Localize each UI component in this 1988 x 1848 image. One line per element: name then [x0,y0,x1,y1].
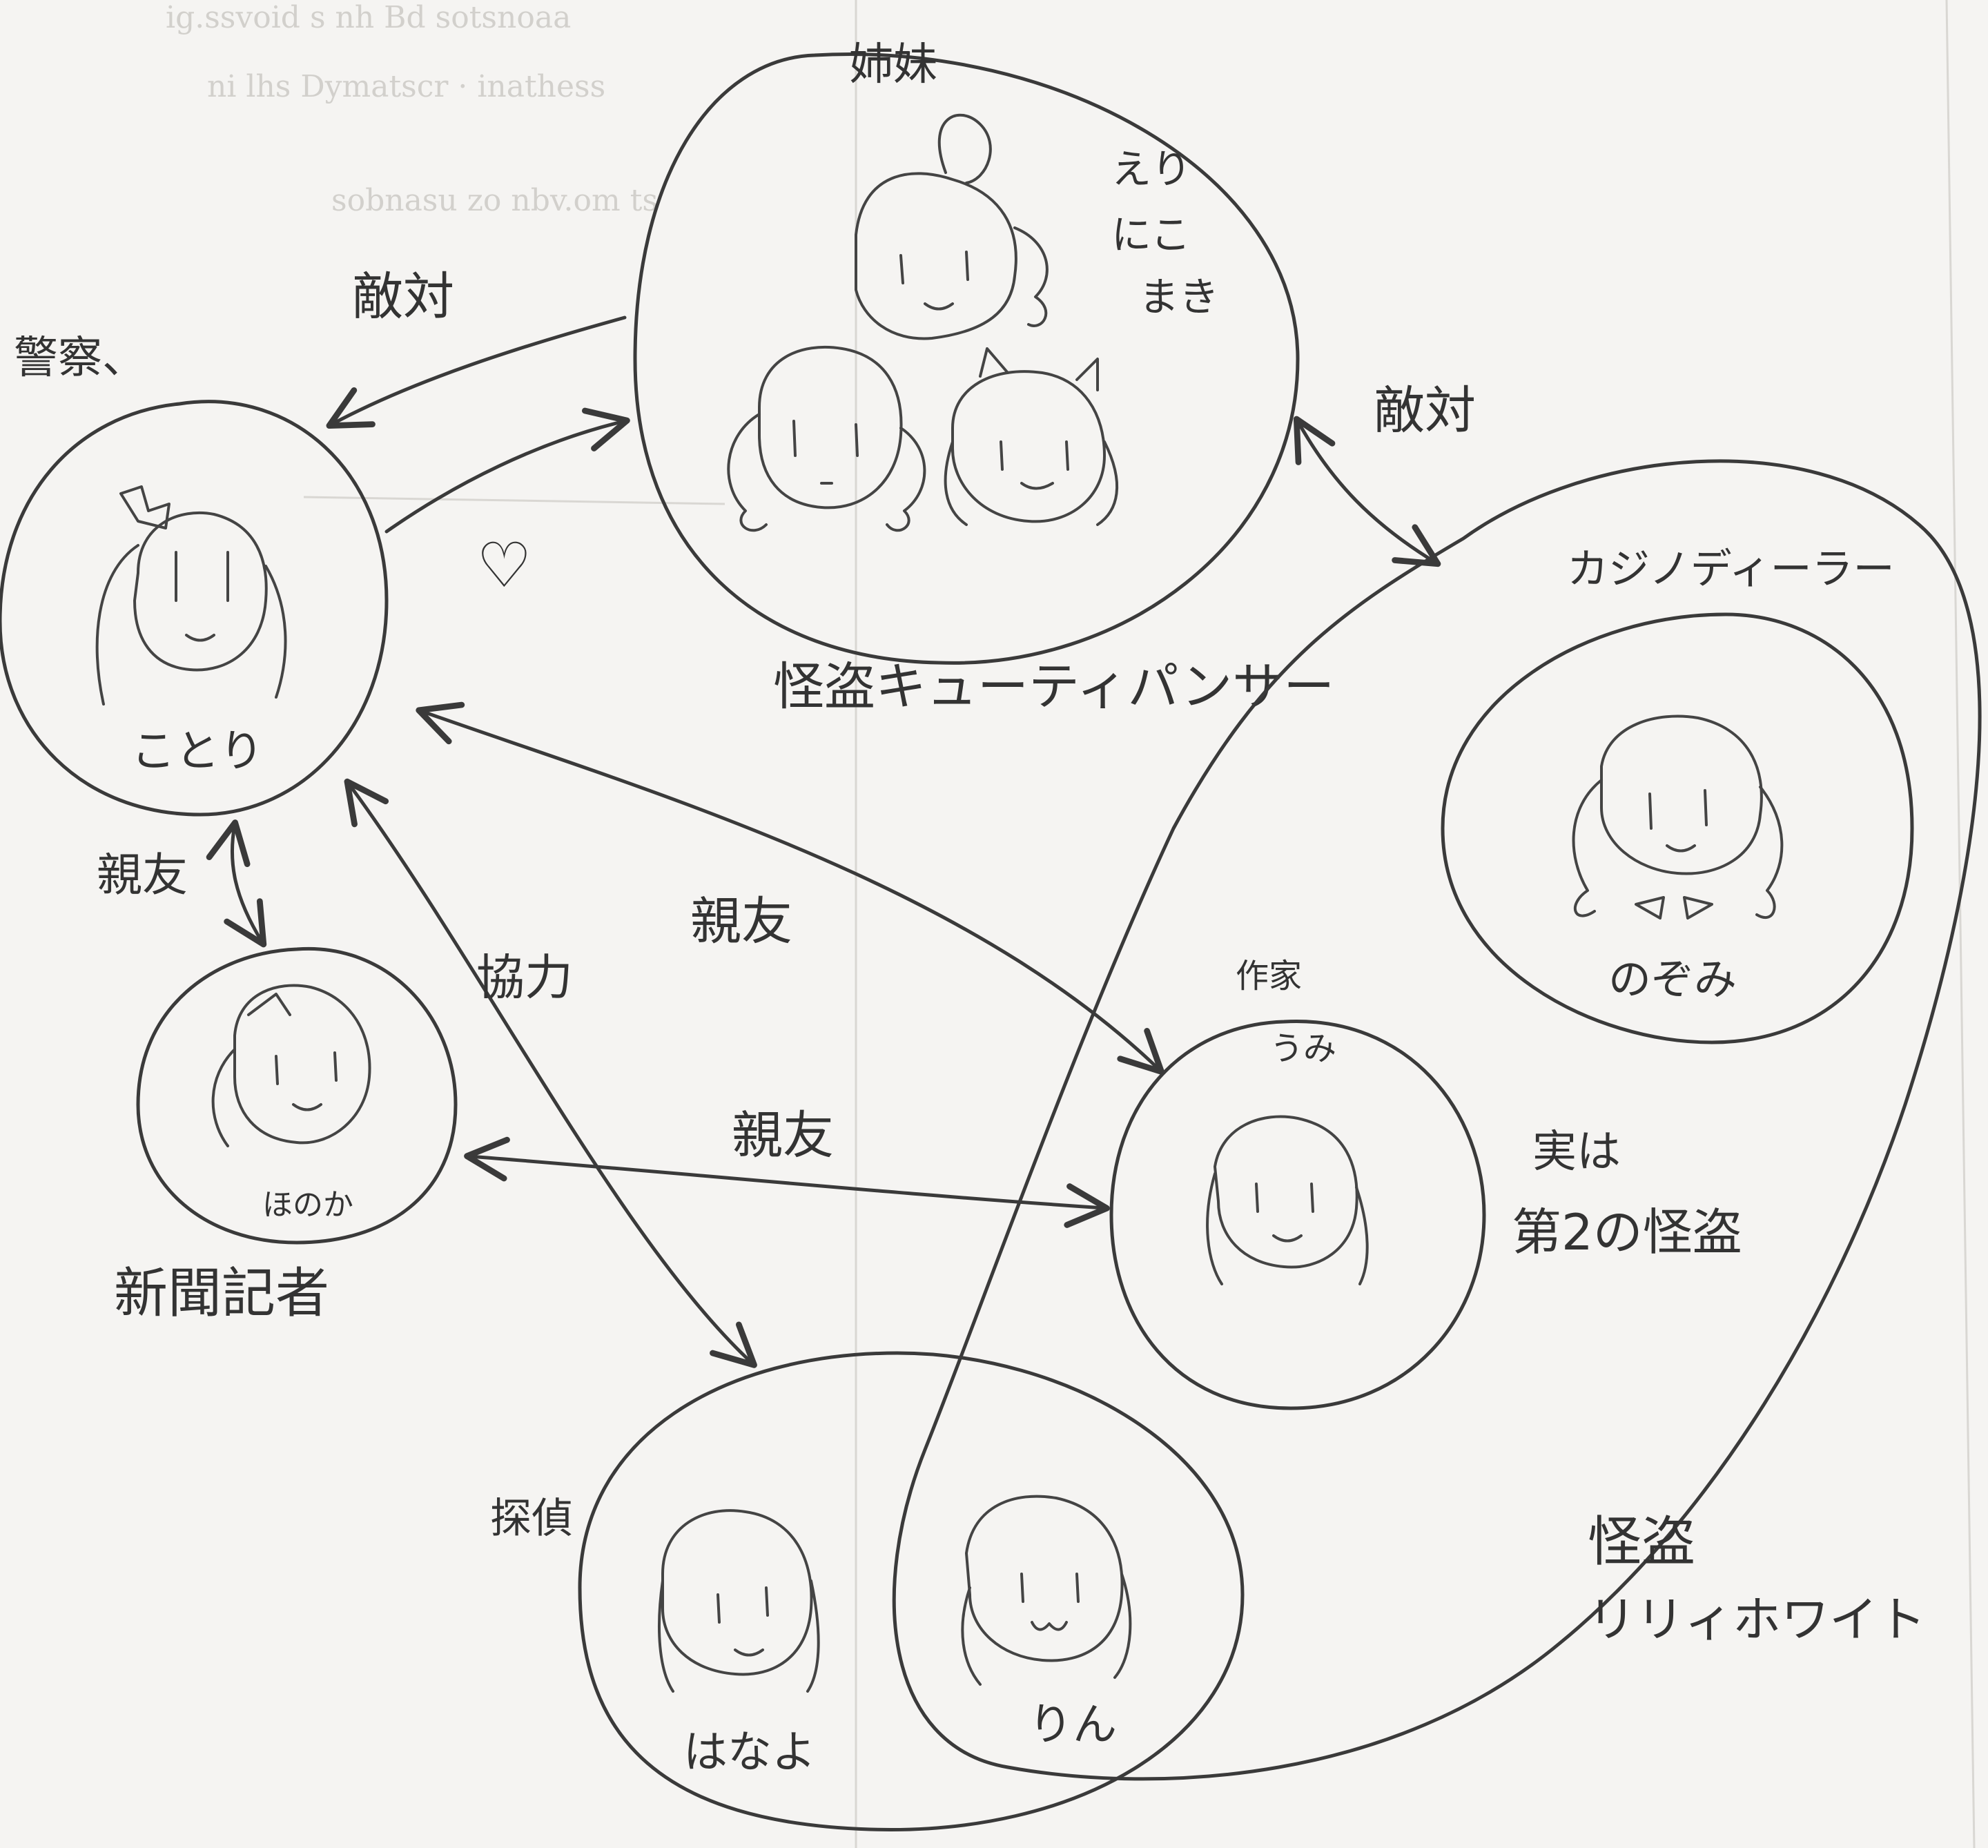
writer-heading: 作家 [1236,957,1302,995]
arrow-reporter-writer [464,1136,1110,1228]
detectives-heading: 探偵 [490,1495,573,1543]
kotori-name: ことり [131,726,264,777]
arrow-police-detectives [344,778,757,1368]
label-police-writer: 親友 [690,892,792,951]
relation-arrows [206,315,1441,1368]
svg-text:ig.ssvoid s nh Bd sotsnoaa: ig.ssvoid s nh Bd sotsnoaa [166,0,571,35]
label-police-sisters: 敵対 [352,267,454,327]
sisters-member-maki: まき [1139,273,1219,320]
kotori-face-icon [95,485,287,706]
paper-bleed-through: ig.ssvoid s nh Bd sotsnoaa ni lhs Dymats… [166,0,1976,1848]
lilywhite-caption-2: リリィホワイト [1588,1591,1926,1648]
dealer-heading: カジノディーラー [1567,545,1895,594]
relation-labels: 敵対 敵対 親友 親友 協力 親友 [97,267,1476,1165]
sisters-member-nico: にこ [1111,211,1191,258]
honoka-face-icon [211,984,371,1147]
police-circle [0,400,389,817]
eri-face-icon [855,113,1049,340]
hanayo-name: はなよ [683,1727,816,1778]
writer-circle [1109,1020,1486,1410]
sisters-heading: 姉妹 [849,39,937,90]
reporter-group: ほのか 新聞記者 [114,946,458,1325]
arrow-police-to-sisters [384,407,630,534]
maki-face-icon [944,347,1119,526]
sisters-member-eri: えり [1111,146,1191,193]
police-heading: 警察、 [14,333,146,384]
writer-group: 作家 うみ [1109,957,1486,1410]
sisters-circle [633,52,1300,665]
dealer-circle [1441,612,1914,1044]
label-police-reporter: 親友 [97,848,188,902]
nozomi-face-icon [1572,714,1784,920]
umi-face-icon [1206,1115,1369,1285]
secret-note-line2: 第2の怪盗 [1512,1203,1742,1261]
rin-face-icon [961,1495,1132,1686]
detectives-circle [578,1351,1245,1832]
sisters-group: 姉妹 えり にこ まき 怪盗キューティパンサー [633,39,1334,717]
hanayo-face-icon [658,1509,820,1693]
label-sisters-lilywhite: 敵対 [1374,381,1476,440]
nico-face-icon [727,345,926,532]
svg-text:sobnasu zo nbv.om ts: sobnasu zo nbv.om ts [331,183,658,218]
label-reporter-writer: 親友 [732,1106,834,1165]
arrow-police-writer [416,701,1164,1075]
arrow-sisters-to-police [326,315,627,429]
reporter-caption: 新聞記者 [114,1263,329,1325]
arrow-police-reporter [206,819,267,948]
lilywhite-caption-1: 怪盗 [1588,1511,1695,1573]
umi-name: うみ [1270,1029,1336,1068]
arrow-sisters-lilywhite [1293,416,1441,567]
detectives-group: 探偵 はなよ りん [490,1351,1245,1832]
dealer-group: カジノディーラー のぞみ [1441,545,1914,1044]
police-group: 警察、 ことり [0,333,389,817]
secret-note-line1: 実は [1532,1127,1621,1178]
rin-name: りん [1029,1700,1117,1751]
heart-icon: ♡ [476,529,532,602]
nozomi-name: のぞみ [1608,954,1737,1004]
svg-text:ni lhs Dymatscr · inathess: ni lhs Dymatscr · inathess [207,69,605,104]
label-police-detectives: 協力 [476,949,573,1006]
honoka-name: ほのか [262,1187,353,1223]
